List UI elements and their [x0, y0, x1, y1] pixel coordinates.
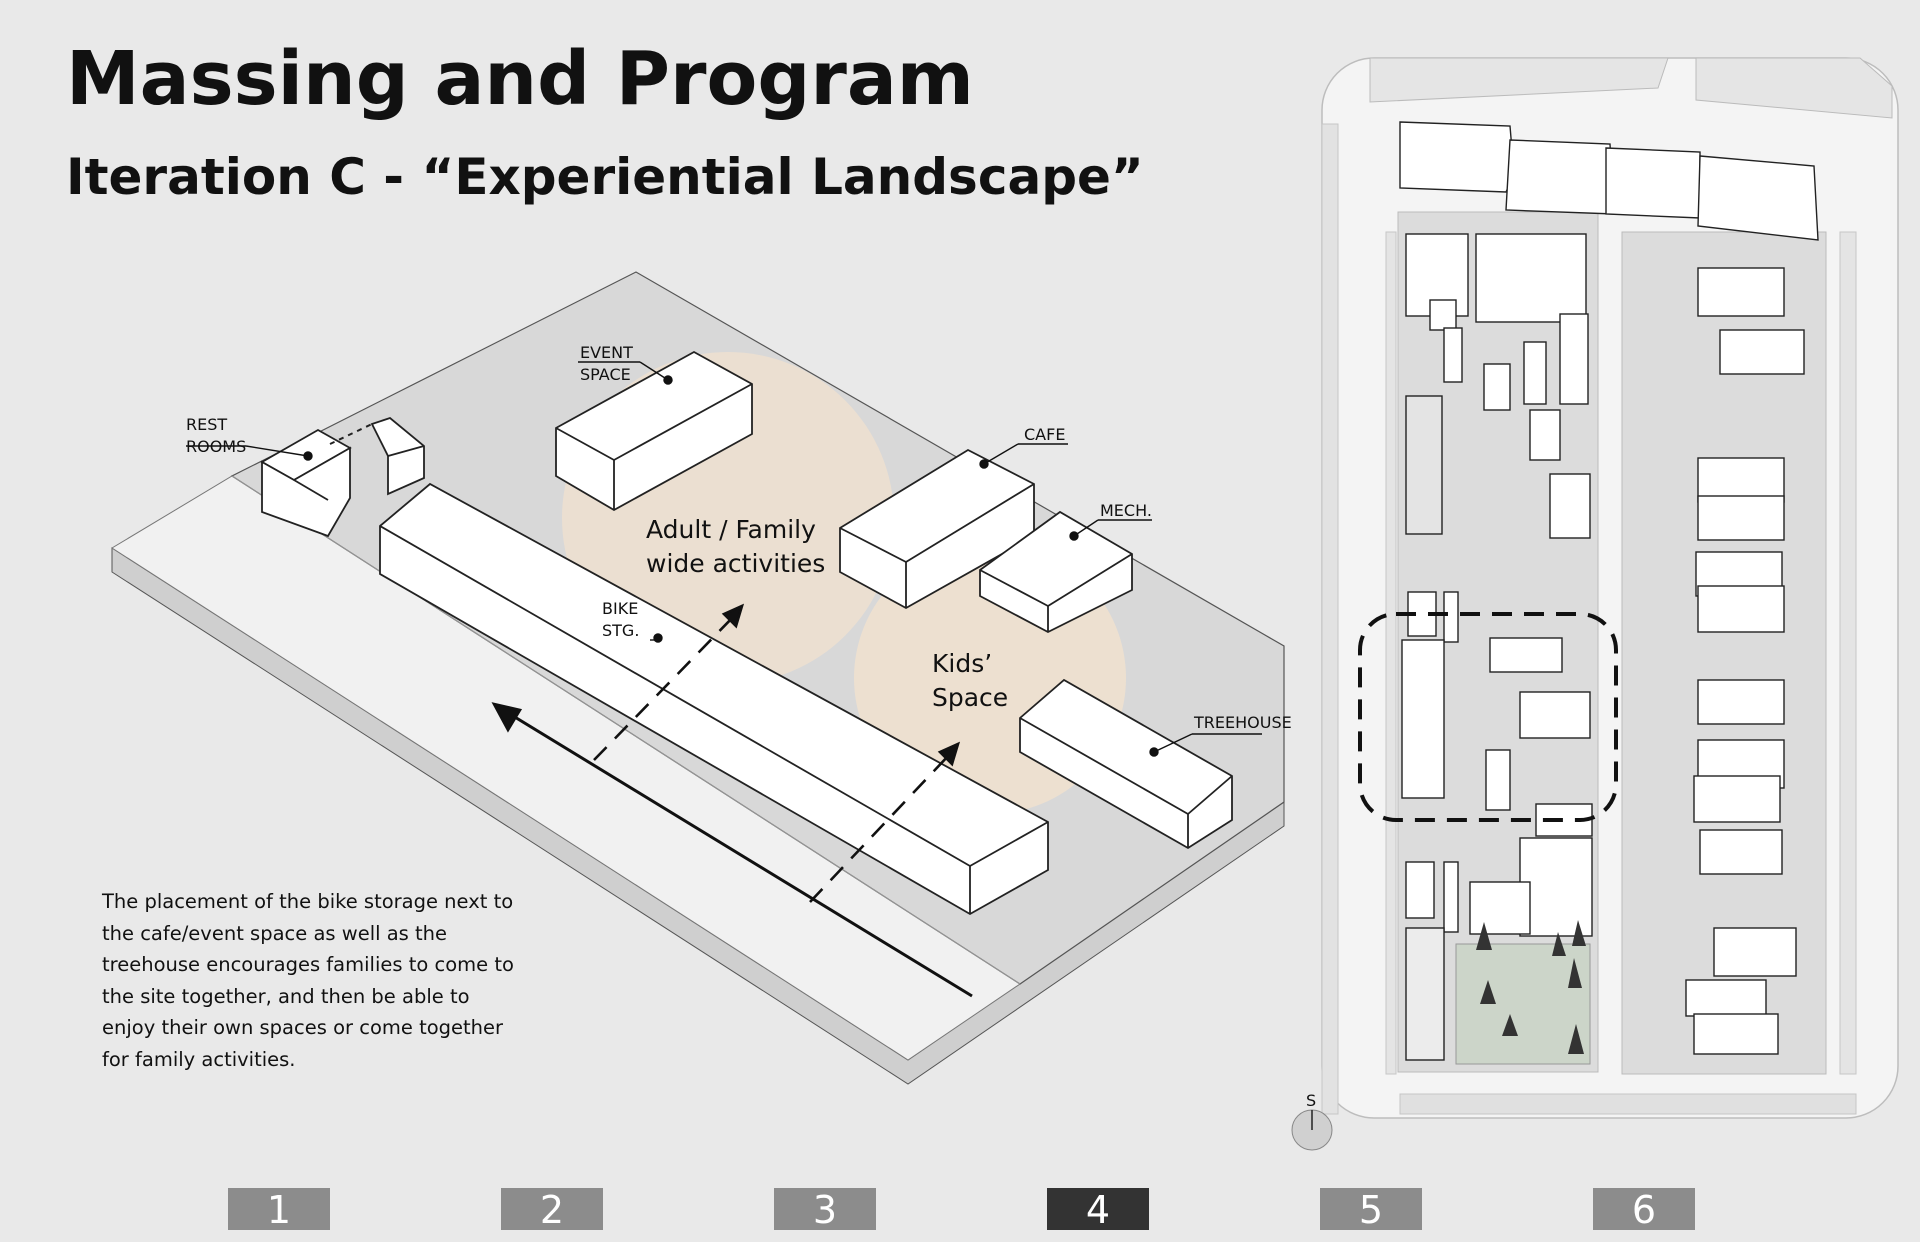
mech-block	[979, 510, 1133, 634]
bike-storage-block	[379, 482, 1049, 916]
trees	[1476, 920, 1586, 1054]
houses	[1685, 267, 1805, 1055]
label-bike-1: BIKE	[602, 599, 638, 618]
site-plan: S	[1291, 57, 1899, 1151]
event-space-block	[555, 350, 753, 512]
label-rest-rooms-2: ROOMS	[186, 437, 246, 456]
page-tab-6[interactable]: 6	[1593, 1188, 1695, 1232]
label-leaders	[186, 361, 1262, 757]
label-bike-2: STG.	[602, 621, 639, 640]
label-rest-rooms-1: REST	[186, 415, 227, 434]
label-event-space-1: EVENT	[580, 343, 633, 362]
page-tab-3[interactable]: 3	[774, 1188, 876, 1232]
page-tab-5[interactable]: 5	[1320, 1188, 1422, 1232]
caption-text: The placement of the bike storage next t…	[102, 890, 514, 1071]
zone-kids-line-1: Kids’	[932, 649, 992, 678]
page-title: Massing and Program	[66, 36, 974, 122]
page-tab-4[interactable]: 4	[1047, 1188, 1149, 1232]
zone-adult-line-1: Adult / Family	[646, 515, 816, 544]
page-subtitle: Iteration C - “Experiential Landscape”	[66, 148, 1144, 206]
label-treehouse: TREEHOUSE	[1193, 713, 1292, 732]
label-mech: MECH.	[1100, 501, 1152, 520]
zone-adult-line-2: wide activities	[646, 549, 825, 578]
label-cafe: CAFE	[1024, 425, 1065, 444]
label-event-space-2: SPACE	[580, 365, 631, 384]
page-navigation: 1 2 3 4 5 6	[0, 1188, 1920, 1232]
treehouse-block	[1019, 678, 1233, 850]
page-tab-2[interactable]: 2	[501, 1188, 603, 1232]
page-tab-1[interactable]: 1	[228, 1188, 330, 1232]
north-label: S	[1306, 1091, 1316, 1110]
site-focus-outline	[1358, 612, 1618, 822]
zone-kids-line-2: Space	[932, 683, 1008, 712]
path-arrows	[491, 603, 973, 998]
